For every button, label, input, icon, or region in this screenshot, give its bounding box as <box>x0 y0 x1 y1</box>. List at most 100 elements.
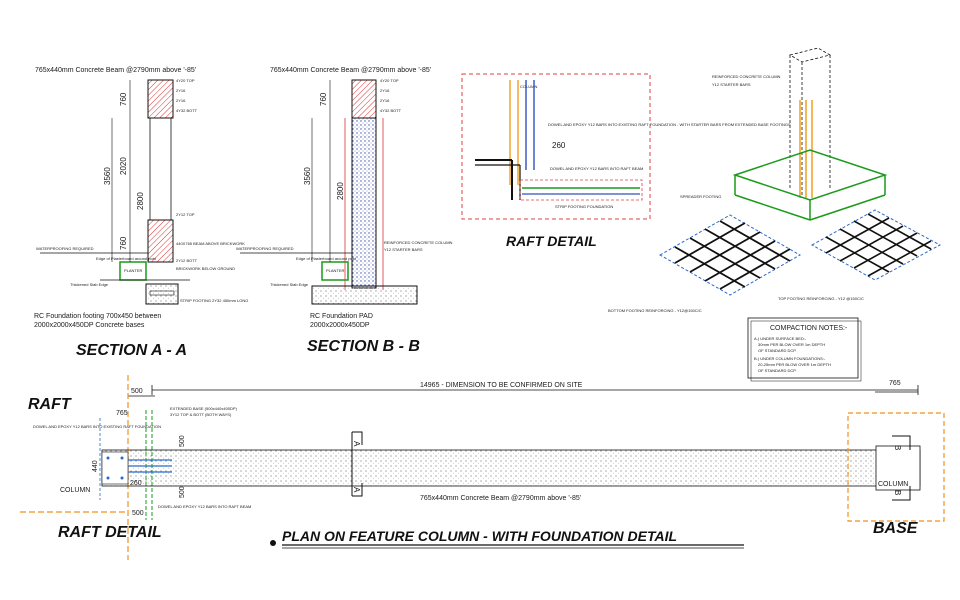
compaction-a1: A.) UNDER SURFACE BED:- <box>754 336 807 341</box>
raft-strip-footing: STRIP FOOTING FOUNDATION <box>555 204 613 209</box>
section-a-dim-760-bottom: 760 <box>119 236 128 250</box>
raft-detail-drawing: COLUMN DOWEL AND EPOXY Y12 BARS INTO EXI… <box>461 73 791 249</box>
marker-b-bottom: B <box>893 490 902 495</box>
plan-dim-440: 440 <box>92 460 99 472</box>
section-b-drawing: 765x440mm Concrete Beam @2790mm above '-… <box>236 67 453 355</box>
compaction-a3: OF STANDARD DCP. <box>758 348 797 353</box>
section-a-caption-2: 2000x2000x450DP Concrete bases <box>34 322 145 329</box>
plan-right-column <box>875 445 921 491</box>
plan-column-right: COLUMN <box>878 481 908 488</box>
section-a-dim-2020: 2020 <box>119 157 128 175</box>
plan-extended-base-note2: 3Y12 TOP & BOTT (BOTH WAYS) <box>170 412 232 417</box>
section-a-edge-label: Edge of Plasterboard around post <box>96 256 157 261</box>
compaction-b1: B.) UNDER COLUMN FOUNDATIONS:- <box>754 356 826 361</box>
section-a-beam-top <box>147 79 174 119</box>
plan-beam-label: 765x440mm Concrete Beam @2790mm above '-… <box>420 495 581 502</box>
section-b-dim-760: 760 <box>319 92 328 106</box>
section-a-note-bott: 4Y32 BOTT <box>176 108 198 113</box>
plan-dim-260: 260 <box>130 480 142 487</box>
section-a-drawing: 765x440mm Concrete Beam @2790mm above '-… <box>34 67 248 359</box>
raft-dowel-note-2: DOWEL AND EPOXY Y12 BARS INTO RAFT BEAM <box>550 166 643 171</box>
plan-dim-500-b: 500 <box>179 486 186 498</box>
iso-top-mesh <box>810 209 942 281</box>
section-a-planter-label: PLANTER <box>124 268 143 273</box>
iso-rc-column-label: REINFORCED CONCRETE COLUMN <box>712 74 781 79</box>
section-b-thickened-edge: Thickened Slab Edge <box>270 282 309 287</box>
section-a-waterproofing: WATERPROOFING REQUIRED <box>36 246 94 251</box>
raft-dim-260: 260 <box>552 141 566 150</box>
plan-main-title: PLAN ON FEATURE COLUMN - WITH FOUNDATION… <box>282 528 677 544</box>
marker-a-bottom: A <box>352 487 361 493</box>
plan-extended-base-note: EXTENDED BASE (500x440x400DP) <box>170 406 238 411</box>
iso-bottom-reinf-label: BOTTOM FOOTING REINFORCING - Y12@150C/C <box>608 308 702 313</box>
section-b-note-y10a: 2Y16 <box>380 88 390 93</box>
plan-drawing: RAFT 14965 - DIMENSION TO BE CONFIRMED O… <box>20 375 945 560</box>
section-b-note-rc-column: REINFORCED CONCRETE COLUMN <box>384 240 453 245</box>
section-b-beam-top <box>351 79 377 119</box>
section-a-title: SECTION A - A <box>76 342 187 359</box>
plan-dim-14965: 14965 - DIMENSION TO BE CONFIRMED ON SIT… <box>420 382 583 389</box>
section-b-note-bott: 4Y32 BOTT <box>380 108 402 113</box>
section-b-dim-3560: 3560 <box>303 167 312 185</box>
section-b-pad <box>311 285 418 305</box>
marker-b-top: B <box>893 445 902 450</box>
plan-base-frame <box>847 412 945 522</box>
section-a-dim-2800: 2800 <box>136 192 145 210</box>
compaction-b2: 20-25mm PER BLOW OVER 1m DEPTH <box>758 362 831 367</box>
plan-base-label: BASE <box>873 520 919 537</box>
section-a-note-y12-bott: 2Y12 BOTT <box>176 258 198 263</box>
section-a-beam-lower <box>147 219 174 263</box>
compaction-notes: COMPACTION NOTES:- A.) UNDER SURFACE BED… <box>747 317 862 382</box>
plan-dim-500-top: 500 <box>131 388 143 395</box>
section-a-note-y10b: 2Y16 <box>176 98 186 103</box>
section-b-edge-label: Edge of Plasterboard around post <box>296 256 357 261</box>
iso-starter-label: Y12 STARTER BARS <box>712 82 751 87</box>
compaction-a2: 30mm PER BLOW OVER 1m DEPTH <box>758 342 825 347</box>
plan-column-left: COLUMN <box>60 487 90 494</box>
iso-spreader-pad <box>732 149 888 201</box>
compaction-b3: OF STANDARD DCP. <box>758 368 797 373</box>
section-b-note-starter: Y12 STARTER BARS <box>384 247 423 252</box>
section-a-note-brickwork: BRICKWORK BELOW GROUND <box>176 266 235 271</box>
section-a-dim-3560: 3560 <box>103 167 112 185</box>
plan-raft-label: RAFT <box>28 396 72 413</box>
section-b-note-y10b: 2Y16 <box>380 98 390 103</box>
raft-detail-frame <box>461 73 651 220</box>
plan-dim-500-bottom: 500 <box>132 510 144 517</box>
plan-dim-765-right: 765 <box>889 380 901 387</box>
section-marker-b: B B <box>892 435 911 501</box>
plan-concrete-beam <box>101 449 921 487</box>
plan-dim-500-a: 500 <box>179 435 186 447</box>
section-a-caption-1: RC Foundation footing 700x450 between <box>34 313 161 320</box>
section-b-note-top: 4Y20 TOP <box>380 78 399 83</box>
section-a-beam-label: 765x440mm Concrete Beam @2790mm above '-… <box>35 67 196 74</box>
raft-column-label: COLUMN <box>520 84 537 89</box>
marker-a-top: A <box>352 441 361 447</box>
section-a-note-y10a: 2Y16 <box>176 88 186 93</box>
plan-dowel-note-left: DOWEL AND EPOXY Y12 BARS INTO EXISTING R… <box>33 424 161 429</box>
compaction-title: COMPACTION NOTES:- <box>770 325 848 332</box>
iso-spreader-label: SPREADER FOOTING <box>680 194 721 199</box>
section-b-planter-label: PLANTER <box>326 268 345 273</box>
section-a-note-top: 4Y20 TOP <box>176 78 195 83</box>
iso-bottom-mesh <box>658 214 802 296</box>
section-b-planter <box>321 261 349 281</box>
section-b-title: SECTION B - B <box>307 338 420 355</box>
plan-raft-detail-label: RAFT DETAIL <box>58 524 162 541</box>
section-a-footing <box>145 283 179 305</box>
section-b-column <box>351 117 377 289</box>
section-a-note-y12-top: 2Y12 TOP <box>176 212 195 217</box>
raft-detail-title: RAFT DETAIL <box>506 233 597 249</box>
plan-dowel-note-bottom: DOWEL AND EPOXY Y12 BARS INTO RAFT BEAM <box>158 504 251 509</box>
section-b-caption-2: 2000x2000x450DP <box>310 322 370 329</box>
section-a-footing-note: STRIP FOOTING 2Y32 450mm LONG <box>180 298 248 303</box>
plan-left-column <box>101 451 129 485</box>
plan-dim-765-left: 765 <box>116 410 128 417</box>
iso-footing-drawing: REINFORCED CONCRETE COLUMN Y12 STARTER B… <box>608 47 942 313</box>
section-b-caption-1: RC Foundation PAD <box>310 313 373 320</box>
raft-dowel-note-1: DOWEL AND EPOXY Y12 BARS INTO EXISTING R… <box>548 122 791 127</box>
section-b-dim-2800: 2800 <box>336 182 345 200</box>
section-marker-a: A A <box>351 431 363 497</box>
